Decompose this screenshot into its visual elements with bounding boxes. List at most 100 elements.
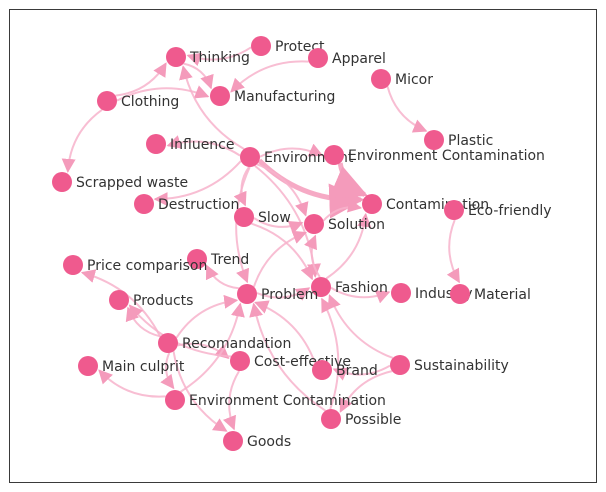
edge-cost_effective-to-goods <box>222 370 240 431</box>
node-circle[interactable] <box>240 147 260 167</box>
node-circle[interactable] <box>63 255 83 275</box>
node-env-contamination-top[interactable]: Environment Contamination <box>324 145 545 165</box>
node-goods[interactable]: Goods <box>223 431 291 451</box>
node-manufacturing[interactable]: Manufacturing <box>210 86 335 106</box>
edge-apparel-to-manufacturing <box>230 60 309 93</box>
edge-problem-to-solution <box>252 230 308 288</box>
node-circle[interactable] <box>324 145 344 165</box>
edge-problem-to-fashion <box>256 287 311 301</box>
edge-micor-to-plastic <box>386 86 428 133</box>
node-sustainability[interactable]: Sustainability <box>390 355 509 375</box>
node-circle[interactable] <box>97 91 117 111</box>
node-circle[interactable] <box>391 283 411 303</box>
edge-possible-to-problem <box>249 302 326 412</box>
node-label: Problem <box>261 287 318 303</box>
node-label: Thinking <box>189 50 250 66</box>
edge-env_contamination_top-to-contamination <box>328 162 368 199</box>
node-label: Environment Contamination <box>348 148 545 164</box>
node-label: Material <box>474 287 531 303</box>
node-label: Clothing <box>121 94 179 110</box>
node-destruction[interactable]: Destruction <box>134 194 239 214</box>
node-circle[interactable] <box>166 47 186 67</box>
node-label: Slow <box>258 210 291 226</box>
node-solution[interactable]: Solution <box>304 214 385 234</box>
node-products[interactable]: Products <box>109 290 193 310</box>
node-circle[interactable] <box>237 284 257 304</box>
node-label: Sustainability <box>414 358 509 374</box>
edge-clothing-to-manufacturing <box>116 85 210 102</box>
node-label: Fashion <box>335 280 388 296</box>
node-circle[interactable] <box>308 48 328 68</box>
node-circle[interactable] <box>311 277 331 297</box>
node-circle[interactable] <box>390 355 410 375</box>
node-circle[interactable] <box>371 69 391 89</box>
node-trend[interactable]: Trend <box>187 249 249 269</box>
edge-problem-to-trend <box>205 264 239 290</box>
edges-layer <box>61 46 461 432</box>
node-label: Goods <box>247 434 291 450</box>
node-cost-effective[interactable]: Cost-effective <box>230 351 351 371</box>
node-brand[interactable]: Brand <box>312 360 378 380</box>
node-micor[interactable]: Micor <box>371 69 433 89</box>
node-circle[interactable] <box>109 290 129 310</box>
node-possible[interactable]: Possible <box>321 409 401 429</box>
node-circle[interactable] <box>146 134 166 154</box>
node-circle[interactable] <box>321 409 341 429</box>
node-circle[interactable] <box>444 200 464 220</box>
node-fashion[interactable]: Fashion <box>311 277 388 297</box>
node-problem[interactable]: Problem <box>237 284 318 304</box>
node-thinking[interactable]: Thinking <box>166 47 250 67</box>
node-label: Products <box>133 293 193 309</box>
node-plastic[interactable]: Plastic <box>424 130 493 150</box>
node-label: Environment Contamination <box>189 393 386 409</box>
node-circle[interactable] <box>52 172 72 192</box>
node-circle[interactable] <box>165 390 185 410</box>
node-label: Eco-friendly <box>468 203 552 219</box>
edge-protect-to-thinking <box>186 46 252 67</box>
node-eco-friendly[interactable]: Eco-friendly <box>444 200 552 220</box>
node-circle[interactable] <box>450 284 470 304</box>
node-circle[interactable] <box>312 360 332 380</box>
node-label: Solution <box>328 217 385 233</box>
edge-sustainability-to-fashion <box>327 294 394 359</box>
edge-recomandation-to-price_comparison <box>80 269 162 338</box>
node-price-comparison[interactable]: Price comparison <box>63 255 207 275</box>
node-slow[interactable]: Slow <box>234 207 291 227</box>
node-apparel[interactable]: Apparel <box>308 48 386 68</box>
node-label: Brand <box>336 363 378 379</box>
edge-fashion-to-contamination <box>325 212 372 280</box>
node-circle[interactable] <box>304 214 324 234</box>
node-circle[interactable] <box>187 249 207 269</box>
node-circle[interactable] <box>210 86 230 106</box>
edge-brand-to-problem <box>254 300 316 364</box>
node-clothing[interactable]: Clothing <box>97 91 179 111</box>
edge-environment-to-thinking <box>179 65 245 150</box>
edge-env_contamination_bottom-to-problem <box>180 302 245 393</box>
node-recomandation[interactable]: Recomandation <box>158 333 291 353</box>
node-circle[interactable] <box>230 351 250 371</box>
edge-sustainability-to-possible <box>339 370 393 413</box>
edge-eco_friendly-to-material <box>446 219 461 284</box>
node-label: Price comparison <box>87 258 207 274</box>
node-circle[interactable] <box>234 207 254 227</box>
node-circle[interactable] <box>251 36 271 56</box>
node-circle[interactable] <box>362 194 382 214</box>
node-env-contamination-bottom[interactable]: Environment Contamination <box>165 390 386 410</box>
edge-possible-to-fashion <box>321 297 340 410</box>
edge-recomandation-to-env_contamination_bottom <box>160 352 175 390</box>
node-circle[interactable] <box>223 431 243 451</box>
edge-environment-to-problem <box>235 166 251 284</box>
node-circle[interactable] <box>158 333 178 353</box>
edge-slow-to-fashion <box>251 222 314 281</box>
node-circle[interactable] <box>424 130 444 150</box>
node-circle[interactable] <box>134 194 154 214</box>
edge-recomandation-to-goods <box>172 351 228 432</box>
node-scrapped-waste[interactable]: Scrapped waste <box>52 172 188 192</box>
node-influence[interactable]: Influence <box>146 134 235 154</box>
node-main-culprit[interactable]: Main culprit <box>78 356 185 376</box>
node-circle[interactable] <box>78 356 98 376</box>
node-material[interactable]: Material <box>450 284 531 304</box>
node-label: Micor <box>395 72 433 88</box>
edge-environment-to-destruction <box>153 160 242 207</box>
